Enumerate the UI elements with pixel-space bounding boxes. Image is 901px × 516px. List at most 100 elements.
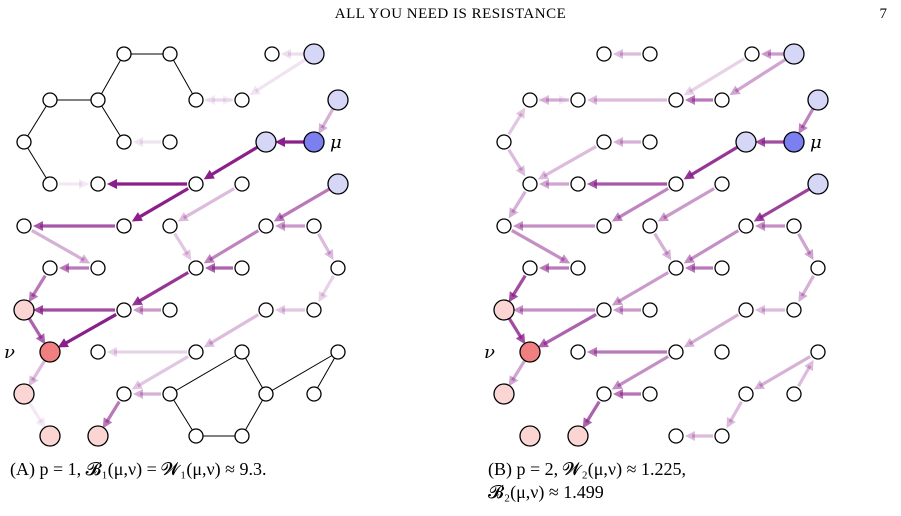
graph-node	[258, 386, 274, 402]
flow-arrow	[755, 221, 785, 231]
graph-edge	[169, 393, 197, 437]
graph-node	[738, 302, 754, 318]
graph-node	[714, 260, 730, 276]
flow-arrow	[537, 145, 597, 180]
graph-node	[668, 428, 684, 444]
flow-arrow	[317, 233, 334, 261]
figure-a-graph: μν	[4, 43, 349, 447]
graph-node	[162, 134, 178, 150]
graph-node	[570, 92, 586, 108]
graph-node	[42, 176, 58, 192]
graph-edge	[241, 393, 267, 437]
running-head: ALL YOU NEED IS RESISTANCE	[334, 6, 567, 22]
caption-a: (A) p = 1, 𝓑₁(μ,ν) = 𝓦₁(μ,ν) ≈ 9.3.	[10, 458, 267, 481]
graph-node	[162, 218, 178, 234]
flow-arrow	[613, 389, 641, 399]
graph-node	[16, 218, 32, 234]
graph-node	[188, 92, 204, 108]
flow-arrow	[683, 313, 740, 348]
flow-arrow	[28, 358, 47, 387]
graph-node	[714, 344, 730, 360]
flow-arrow	[205, 95, 233, 105]
graph-node	[714, 92, 730, 108]
source-node	[255, 131, 277, 153]
flow-arrow	[107, 179, 187, 189]
caption-a-tag: (A)	[10, 459, 35, 479]
flow-arrow	[318, 107, 335, 135]
graph-node	[90, 92, 106, 108]
target-node	[87, 425, 109, 447]
flow-arrow	[798, 275, 815, 303]
flow-arrow	[755, 305, 785, 315]
target-node	[567, 425, 589, 447]
graph-node	[162, 386, 178, 402]
graph-node	[642, 218, 658, 234]
graph-node	[668, 92, 684, 108]
flow-arrow	[755, 137, 785, 147]
graph-node	[188, 176, 204, 192]
graph-node	[642, 386, 658, 402]
graph-node	[786, 386, 802, 402]
graph-node	[596, 134, 612, 150]
graph-node	[234, 92, 250, 108]
flow-arrow	[797, 359, 814, 387]
flow-arrow	[539, 95, 569, 105]
flow-arrow	[131, 355, 190, 390]
flow-arrow	[31, 229, 91, 264]
flow-arrow	[657, 187, 716, 222]
graph-node	[496, 134, 512, 150]
flow-arrow	[726, 401, 743, 429]
flow-arrow	[513, 305, 595, 315]
flow-arrow	[611, 355, 670, 390]
graph-edge	[23, 141, 51, 185]
target-node	[13, 299, 35, 321]
flow-arrow	[729, 57, 788, 96]
flow-arrow	[275, 137, 305, 147]
flow-arrow	[507, 316, 526, 345]
graph-node	[90, 260, 106, 276]
flow-arrow	[582, 400, 601, 429]
source-node	[327, 173, 349, 195]
graph-node	[596, 218, 612, 234]
graph-node	[234, 428, 250, 444]
graph-node	[570, 176, 586, 192]
flow-arrow	[539, 95, 569, 105]
flow-arrow	[203, 313, 260, 348]
flow-arrow	[205, 263, 233, 273]
flow-arrow	[173, 232, 192, 261]
flow-arrow	[27, 400, 46, 429]
graph-node	[810, 344, 826, 360]
graph-node	[42, 92, 58, 108]
flow-arrow	[203, 229, 260, 264]
flow-arrow	[753, 355, 812, 390]
graph-node	[668, 260, 684, 276]
flow-arrow	[537, 313, 597, 348]
flow-arrow	[613, 137, 641, 147]
graph-node	[306, 218, 322, 234]
page-header: ALL YOU NEED IS RESISTANCE 7	[0, 6, 901, 28]
flow-arrow	[249, 57, 308, 96]
flow-arrow	[133, 305, 161, 315]
nu-label: ν	[484, 342, 495, 363]
graph-node	[90, 344, 106, 360]
graph-edge	[241, 351, 267, 395]
graph-node	[496, 218, 512, 234]
graph-node	[162, 302, 178, 318]
graph-node	[258, 302, 274, 318]
caption-b-text: p = 2, 𝓦₂(μ,ν) ≈ 1.225,	[516, 459, 686, 479]
flow-arrow	[33, 221, 115, 231]
flow-arrow	[177, 187, 236, 222]
flow-arrow	[587, 179, 667, 189]
graph-edge	[313, 351, 339, 395]
flow-arrow	[507, 148, 526, 177]
flow-arrow	[107, 347, 187, 357]
graph-node	[306, 302, 322, 318]
graph-node	[90, 176, 106, 192]
mu-label: μ	[810, 132, 822, 153]
graph-node	[642, 46, 658, 62]
flow-arrow	[281, 49, 305, 59]
graph-node	[188, 344, 204, 360]
graph-node	[330, 344, 346, 360]
flow-arrow	[57, 313, 117, 348]
flow-arrow	[587, 347, 667, 357]
